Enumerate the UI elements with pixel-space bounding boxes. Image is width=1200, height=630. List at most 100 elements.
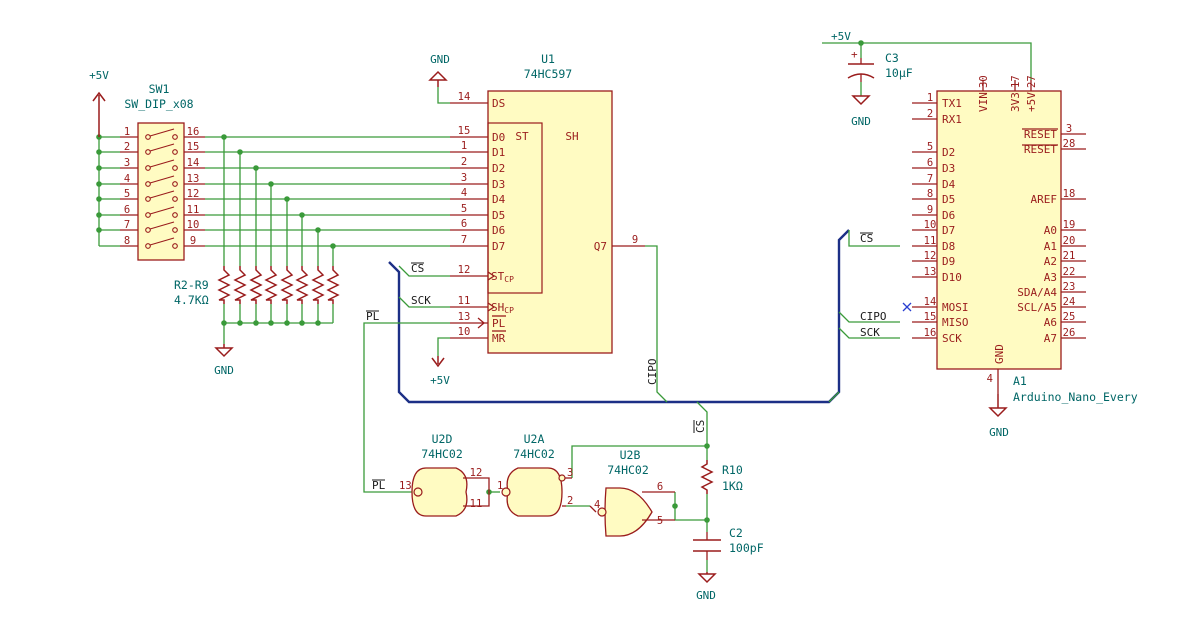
nor-gate-u2b: U2B 74HC02 6 5 4 <box>589 448 675 537</box>
a1-pin-label: MOSI <box>942 301 969 314</box>
a1-pin-number: 11 <box>924 235 937 247</box>
a1-pin-label: D5 <box>942 193 955 206</box>
a1-pin-number: 1 <box>927 92 933 104</box>
sw1-pin-number: 15 <box>187 141 200 153</box>
net-label-cipo-vertical: CIPO <box>646 359 659 386</box>
power-symbol-5v-sw1: +5V <box>89 69 109 137</box>
a1-pin-label: RX1 <box>942 113 962 126</box>
a1-pin-label: RESET <box>1024 128 1057 141</box>
u2b-pin-5: 5 <box>657 515 663 527</box>
a1-pin-number: 7 <box>927 173 933 185</box>
u1-reference: U1 <box>541 52 555 66</box>
u1-pin-number: 6 <box>461 218 467 230</box>
power-symbol-5v-top: +5V <box>831 30 851 43</box>
sw1-pin-number: 9 <box>190 235 196 247</box>
u1-st-block-label: ST <box>515 130 529 143</box>
net-label-sck-a1: SCK <box>860 326 880 339</box>
a1-pin-label: A0 <box>1044 224 1057 237</box>
resistor-network-r2-r9: R2-R9 4.7KΩ <box>174 266 340 307</box>
u1-d-label: D6 <box>492 224 505 237</box>
power-label: +5V <box>89 69 109 82</box>
u1-stcp-label: STCP <box>491 270 514 284</box>
resistor-symbol <box>311 266 325 304</box>
r10-reference: R10 <box>722 463 743 477</box>
u1-d-label: D1 <box>492 146 505 159</box>
signal-bus <box>388 229 850 404</box>
c3-plus: + <box>851 48 858 61</box>
u2b-value: 74HC02 <box>607 463 649 477</box>
resistor-symbol <box>280 266 294 304</box>
a1-pin-number: 18 <box>1063 188 1076 200</box>
a1-pin-number: 28 <box>1063 138 1076 150</box>
a1-pin-number: 8 <box>927 188 933 200</box>
u1-sh-block-label: SH <box>565 130 578 143</box>
a1-pin-number: 14 <box>924 296 937 308</box>
a1-pin-label: D6 <box>942 209 955 222</box>
a1-pin-label: D4 <box>942 178 956 191</box>
ground-label: GND <box>430 53 450 66</box>
a1-pin-label: D10 <box>942 271 962 284</box>
a1-pin-number: 25 <box>1063 311 1076 323</box>
ground-label: GND <box>989 426 1009 439</box>
a1-pin-number: 3 <box>1066 123 1072 135</box>
sw1-pin-number: 4 <box>124 173 130 185</box>
net-labels: CS SCK PL CS CIPO SCK CIPO CS PL <box>366 232 887 492</box>
sw1-pin-number: 1 <box>124 126 130 138</box>
power-label: +5V <box>831 30 851 43</box>
sw1-value: SW_DIP_x08 <box>124 97 193 111</box>
resistor-symbol <box>233 266 247 304</box>
a1-pin-label: A2 <box>1044 255 1057 268</box>
u1-pin-number: 2 <box>461 156 467 168</box>
u1-pin-number: 14 <box>458 91 471 103</box>
u1-pin-number: 7 <box>461 234 467 246</box>
c3-value: 10µF <box>885 66 913 80</box>
no-connect-mark <box>902 302 912 312</box>
a1-pin-label: D9 <box>942 255 955 268</box>
a1-pin-label: D8 <box>942 240 955 253</box>
u1-pin-number: 11 <box>458 295 471 307</box>
u2b-reference: U2B <box>620 448 641 462</box>
ground-label: GND <box>851 115 871 128</box>
resistor-r10: R10 1KΩ <box>700 460 743 494</box>
rnet-reference: R2-R9 <box>174 278 209 292</box>
a1-pin-number: 21 <box>1063 250 1076 262</box>
nor-gate-u2a: U2A 74HC02 3 2 1 <box>497 432 573 517</box>
ground-label: GND <box>214 364 234 377</box>
c2-reference: C2 <box>729 526 743 540</box>
u1-d-label: D5 <box>492 209 505 222</box>
r10-value: 1KΩ <box>722 479 743 493</box>
u1-pin-number: 12 <box>458 264 471 276</box>
a1-pin-label: SCK <box>942 332 962 345</box>
a1-pin-number: 22 <box>1063 266 1076 278</box>
sw1-pin-number: 14 <box>187 157 200 169</box>
nor-gate-u2d: U2D 74HC02 13 11 12 <box>399 432 490 517</box>
u1-d-label: D4 <box>492 193 506 206</box>
u2a-pin-3: 3 <box>567 467 573 479</box>
u1-d-label: D2 <box>492 162 505 175</box>
a1-pin-number: 24 <box>1063 296 1076 308</box>
u1-d-label: D0 <box>492 131 505 144</box>
a1-pin-label: A6 <box>1044 316 1057 329</box>
u2a-value: 74HC02 <box>513 447 555 461</box>
a1-gnd-pin-number: 4 <box>987 373 993 385</box>
a1-pin-label: D3 <box>942 162 955 175</box>
a1-pin-label: A7 <box>1044 332 1057 345</box>
a1-pin-label: D2 <box>942 146 955 159</box>
u2d-pin-out: 13 <box>399 480 412 492</box>
wires <box>98 42 1032 572</box>
net-label-pl-gate: PL <box>372 479 386 492</box>
u1-pin-number: 1 <box>461 140 467 152</box>
power-label: +5V <box>430 374 450 387</box>
net-label-cipo-a1: CIPO <box>860 310 887 323</box>
capacitor-c3: + C3 10µF <box>847 48 913 82</box>
sw1-pin-number: 13 <box>187 173 200 185</box>
c3-reference: C3 <box>885 51 899 65</box>
ground-symbol-c2: GND <box>696 572 717 602</box>
u1-pin-number: 9 <box>632 234 638 246</box>
net-label-cs-a1: CS <box>860 232 873 245</box>
net-label-cs-vertical: CS <box>694 420 707 433</box>
u1-pin-number: 15 <box>458 125 471 137</box>
